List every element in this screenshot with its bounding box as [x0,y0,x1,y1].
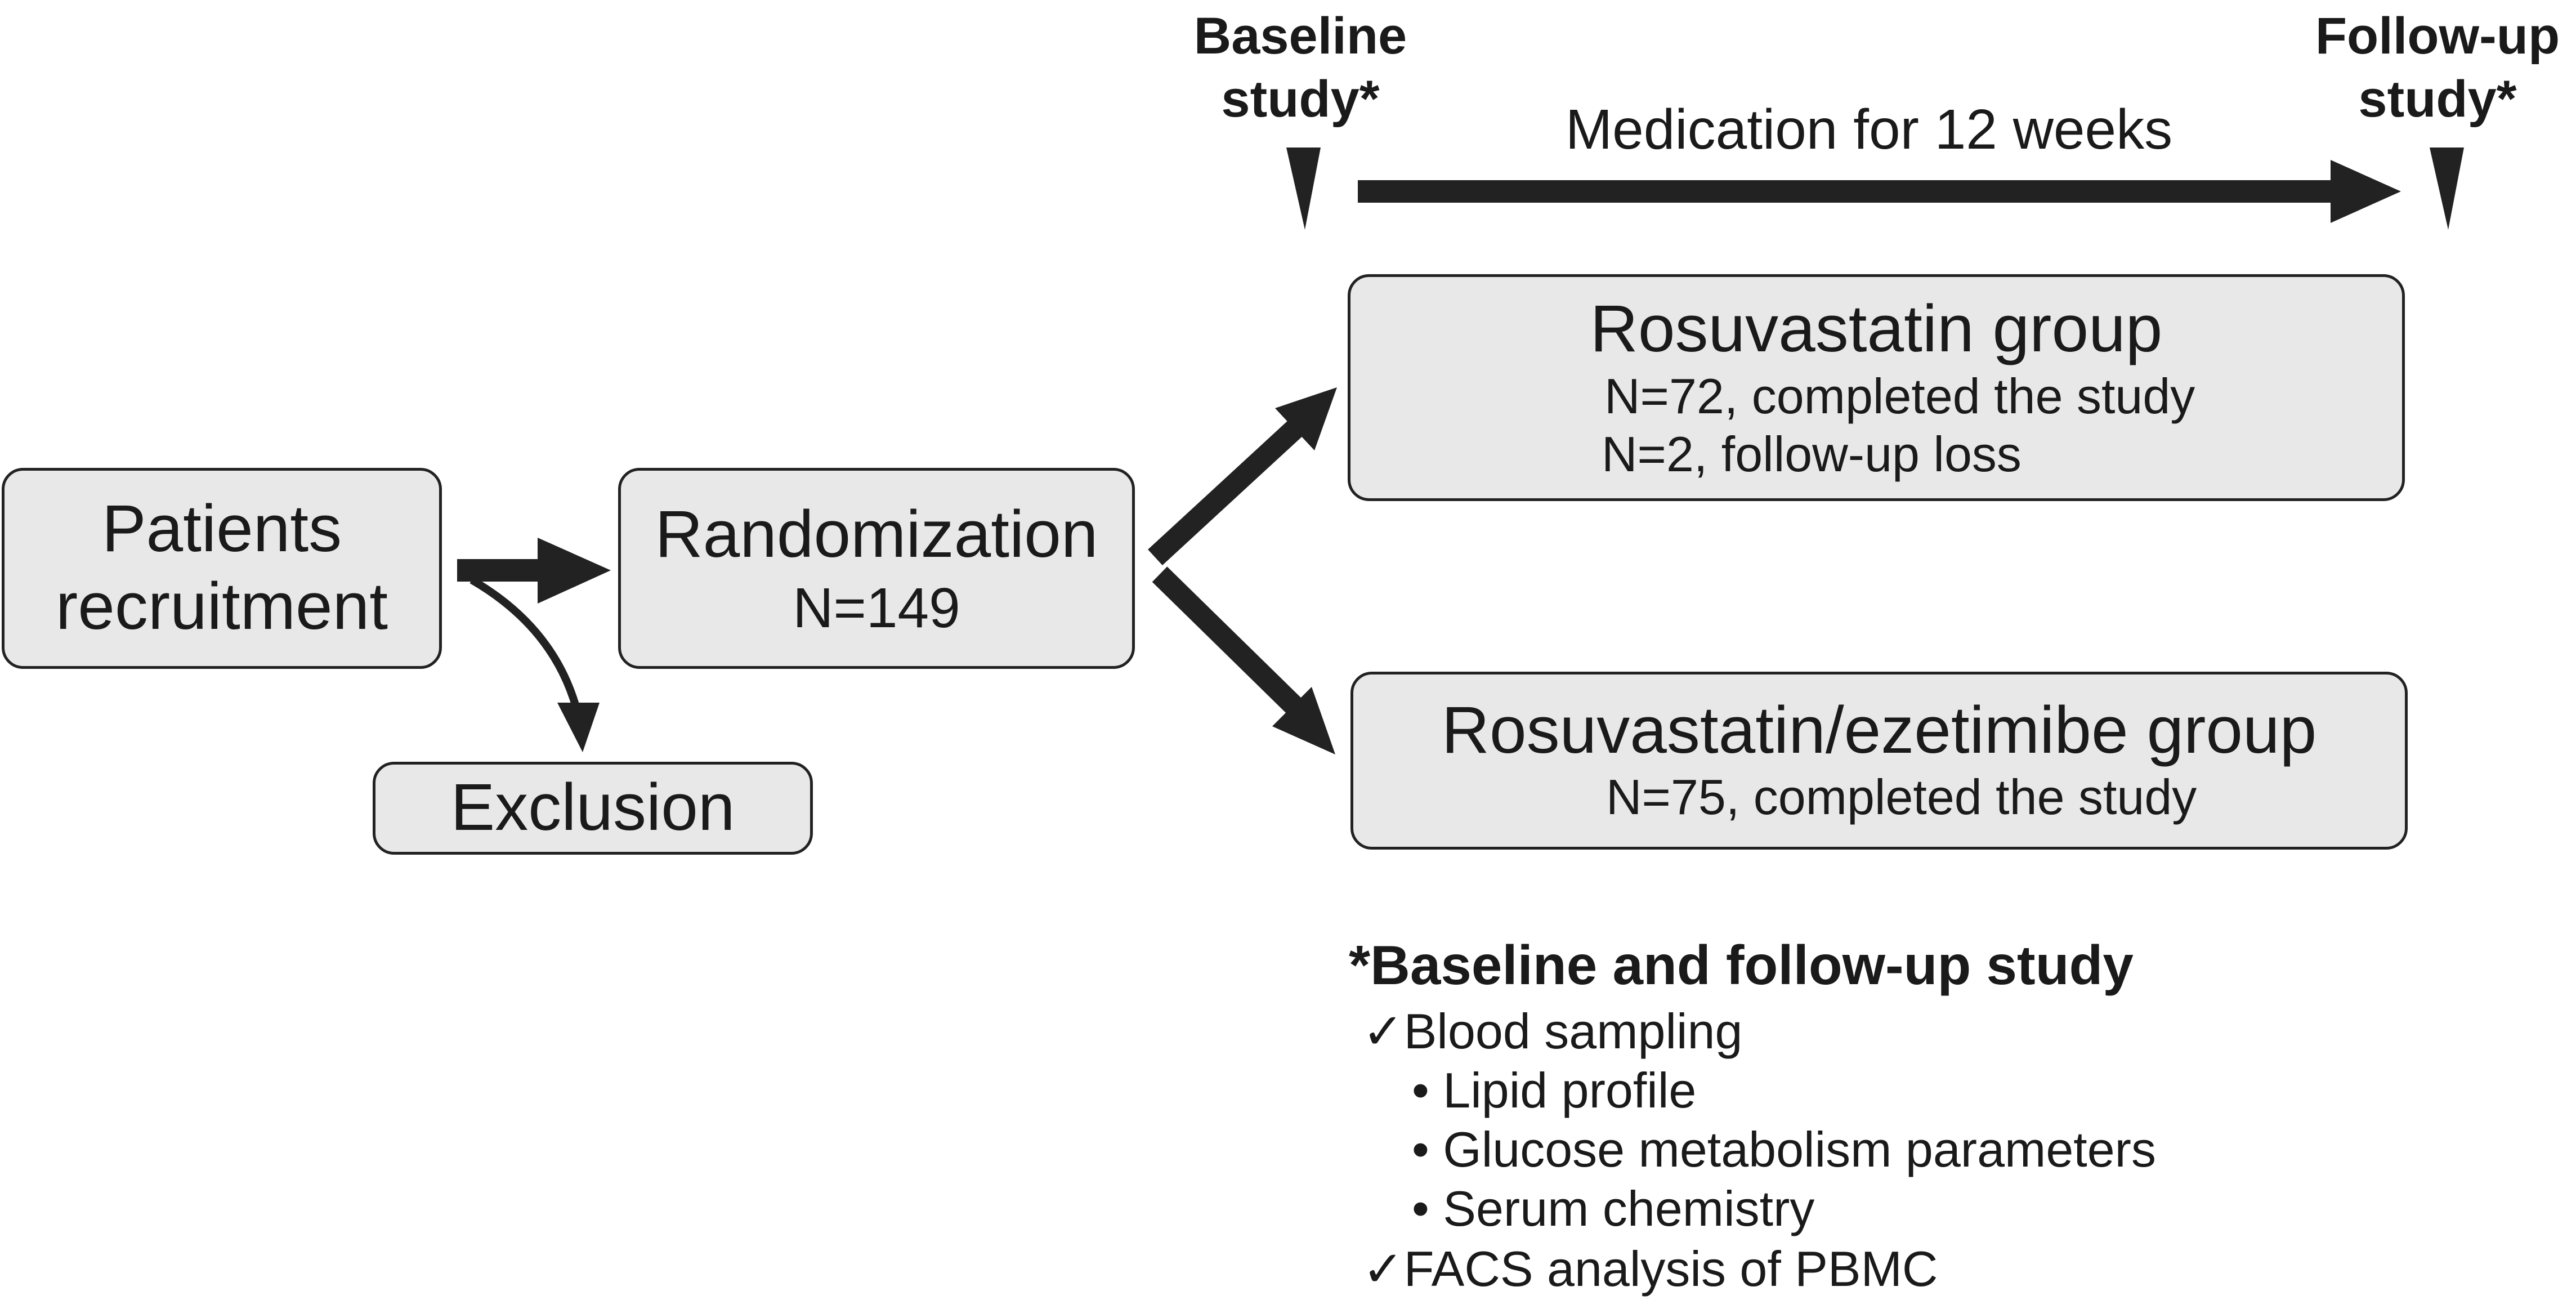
notes-subitem-label: Lipid profile [1443,1062,1697,1118]
rosuvastatin-loss: N=2, follow-up loss [1602,426,2022,482]
notes-item-facs: ✓FACS analysis of PBMC [1362,1244,1938,1294]
recruitment-label: Patients recruitment [2,490,442,645]
combo-group-title: Rosuvastatin/ezetimibe group [1441,693,2317,767]
notes-item-facs-label: FACS analysis of PBMC [1403,1241,1938,1297]
notes-item-blood-label: Blood sampling [1403,1003,1743,1059]
check-icon: ✓ [1362,1003,1404,1059]
notes-subitem-lipid: • Lipid profile [1412,1066,1696,1115]
combo-completed: N=75, completed the study [1606,769,2197,825]
combo-group-box [1350,672,2408,850]
exclusion-arrow-head [557,703,600,752]
bullet-icon: • [1412,1181,1429,1236]
followup-label-line2: study* [2358,70,2517,128]
lower-branch-shaft [1152,566,1303,714]
recruit-arrow-head [538,538,611,604]
recruit-arrow-shaft [457,559,544,582]
baseline-marker-icon [1286,148,1321,230]
lower-branch-head [1272,687,1335,754]
exclusion-box [373,762,813,855]
randomization-title: Randomization [655,497,1098,571]
upper-branch-head [1275,387,1337,450]
recruitment-box [2,468,442,669]
baseline-label-line2: study* [1221,70,1380,128]
notes-subitem-glucose: • Glucose metabolism parameters [1412,1125,2156,1174]
recruitment-label-line2: recruitment [55,569,388,644]
notes-subitem-serum: • Serum chemistry [1412,1184,1814,1234]
baseline-label-line1: Baseline [1193,7,1407,65]
notes-item-blood: ✓Blood sampling [1362,1007,1742,1056]
check-icon: ✓ [1362,1241,1404,1297]
medication-arrow-head [2331,160,2401,223]
randomization-box [618,468,1135,669]
randomization-count: N=149 [793,577,960,640]
bullet-icon: • [1412,1062,1429,1118]
upper-branch-shaft [1148,418,1305,565]
notes-subitem-label: Glucose metabolism parameters [1443,1122,2156,1177]
bullet-icon: • [1412,1122,1429,1177]
notes-heading: *Baseline and follow-up study [1349,934,2134,996]
rosuvastatin-group-title: Rosuvastatin group [1590,292,2163,366]
recruitment-label-line1: Patients [101,492,342,566]
medication-label: Medication for 12 weeks [1565,98,2173,161]
rosuvastatin-group-box [1348,274,2405,501]
notes-subitem-label: Serum chemistry [1443,1181,1815,1236]
rosuvastatin-completed: N=72, completed the study [1604,368,2195,424]
exclusion-arrow-curve [469,576,581,712]
followup-label-line1: Follow-up [2315,7,2560,65]
followup-label: Follow-up study* [2286,5,2576,131]
followup-marker-icon [2430,148,2464,230]
baseline-label: Baseline study* [1160,5,1441,131]
medication-arrow-shaft [1358,180,2337,203]
exclusion-label: Exclusion [450,770,735,845]
